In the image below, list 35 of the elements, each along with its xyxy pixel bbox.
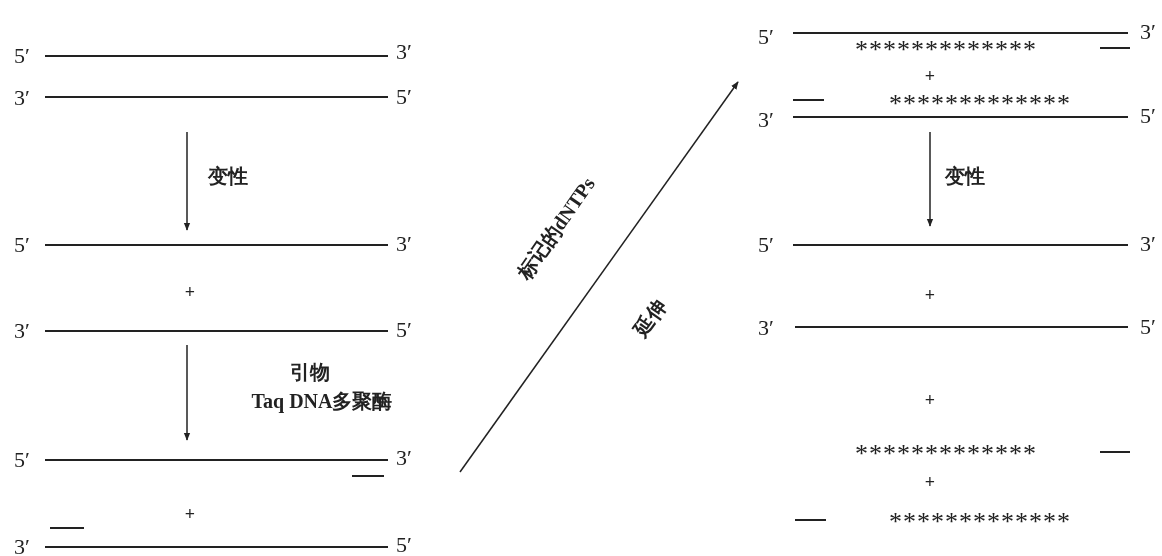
plus-sign: + [924,391,936,409]
labeled-nucleotide-row: ************* [889,509,1071,535]
strand-end-label: 3′ [1140,21,1156,43]
strand-end-label: 5′ [1140,316,1156,338]
step-label: 引物 [290,362,330,382]
strand-end-label: 5′ [396,86,412,108]
step-label: 变性 [945,166,985,186]
plus-sign: + [184,283,196,301]
strand-end-label: 3′ [1140,233,1156,255]
step-label: 变性 [208,166,248,186]
strand-end-label: 3′ [396,233,412,255]
strand-end-label: 5′ [396,534,412,556]
strand-end-label: 5′ [14,45,30,67]
step-label: 延伸 [630,295,670,341]
plus-sign: + [184,505,196,523]
strand-end-label: 3′ [14,536,30,556]
strand-end-label: 3′ [396,41,412,63]
strand-end-label: 5′ [758,234,774,256]
strand-end-label: 3′ [14,87,30,109]
strand-end-label: 5′ [1140,105,1156,127]
strand-end-label: 3′ [14,320,30,342]
step-label: Taq DNA多聚酶 [251,391,393,411]
strand-end-label: 3′ [758,109,774,131]
plus-sign: + [924,67,936,85]
labeled-nucleotide-row: ************* [889,91,1071,117]
plus-sign: + [924,473,936,491]
strand-end-label: 3′ [396,447,412,469]
strand-end-label: 5′ [14,234,30,256]
plus-sign: + [924,286,936,304]
labeled-nucleotide-row: ************* [855,441,1037,467]
strand-end-label: 5′ [758,26,774,48]
strand-end-label: 5′ [396,319,412,341]
strand-end-label: 3′ [758,317,774,339]
strand-end-label: 5′ [14,449,30,471]
labeled-nucleotide-row: ************* [855,37,1037,63]
